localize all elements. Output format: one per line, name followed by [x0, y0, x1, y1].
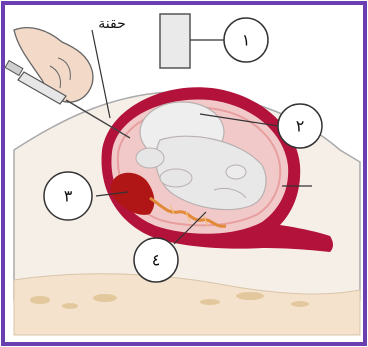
callout-4: ٤ — [134, 238, 178, 282]
callout-3: ٣ — [44, 172, 92, 220]
ultrasound-probe — [160, 14, 190, 68]
syringe-label: حقنة — [98, 16, 125, 32]
svg-text:٣: ٣ — [64, 187, 73, 206]
svg-text:١: ١ — [242, 31, 251, 50]
svg-text:٢: ٢ — [296, 117, 305, 136]
callout-2: ٢ — [278, 104, 322, 148]
svg-text:٤: ٤ — [152, 251, 161, 270]
callout-1: ١ — [224, 18, 268, 62]
